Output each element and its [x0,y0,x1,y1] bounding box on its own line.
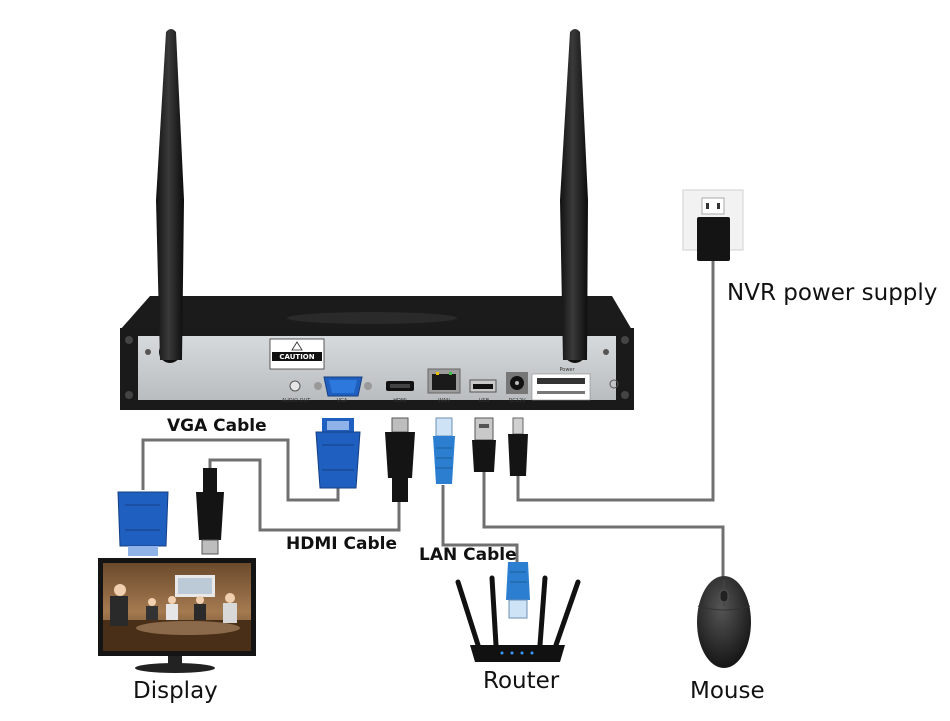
power-adapter [697,217,730,261]
mouse-label: Mouse [690,678,765,704]
dc-port-label: DC12V [508,398,526,404]
wan-port [427,368,461,394]
audio-out-port [289,380,301,392]
antenna-left [156,29,184,360]
audio-out-label: AUDIO OUT [282,398,312,404]
vga-port-label: VGA [337,398,348,404]
wan-port-label: WAN [438,398,450,404]
hdmi-cable-label: HDMI Cable [286,534,397,554]
vga-connector-display [117,491,169,556]
usb-port-label: USB [479,398,490,404]
hdmi-port-label: HDMI [393,398,406,404]
cables [141,258,725,580]
usb-port [469,379,497,393]
caution-label: CAUTION [269,338,325,370]
display-monitor [98,558,256,673]
lan-cable-line [441,485,519,565]
antennas [156,29,588,360]
usb-cable-line [482,470,725,580]
power-label: Power [559,367,575,373]
lan-connector-router [506,562,530,619]
display-label: Display [133,678,218,704]
hdmi-port [386,381,414,391]
mouse-device [697,576,751,668]
power-supply-label: NVR power supply [727,280,938,306]
power-cable-line [516,258,715,502]
vga-port [314,376,372,397]
hdmi-cable-line [208,458,401,532]
router-label: Router [483,668,560,694]
dc-port [506,372,528,394]
vga-cable-line [141,438,340,502]
hdmi-connector-display [196,468,224,555]
lan-connector-nvr [433,417,455,484]
nvr-device: CAUTION AUDIO OUT VGA HDMI WAN [120,296,634,410]
vga-cable-label: VGA Cable [167,416,267,436]
hdmi-connector-nvr [385,417,415,502]
vga-connector-nvr [315,418,361,489]
serial-sticker: Power [531,367,591,401]
dc-connector-nvr [508,417,528,476]
wall-socket [682,189,744,261]
antenna-right [560,29,588,360]
caution-text: CAUTION [279,353,314,361]
lan-cable-label: LAN Cable [419,545,517,565]
usb-connector-nvr [472,417,496,472]
router-device [455,575,581,662]
